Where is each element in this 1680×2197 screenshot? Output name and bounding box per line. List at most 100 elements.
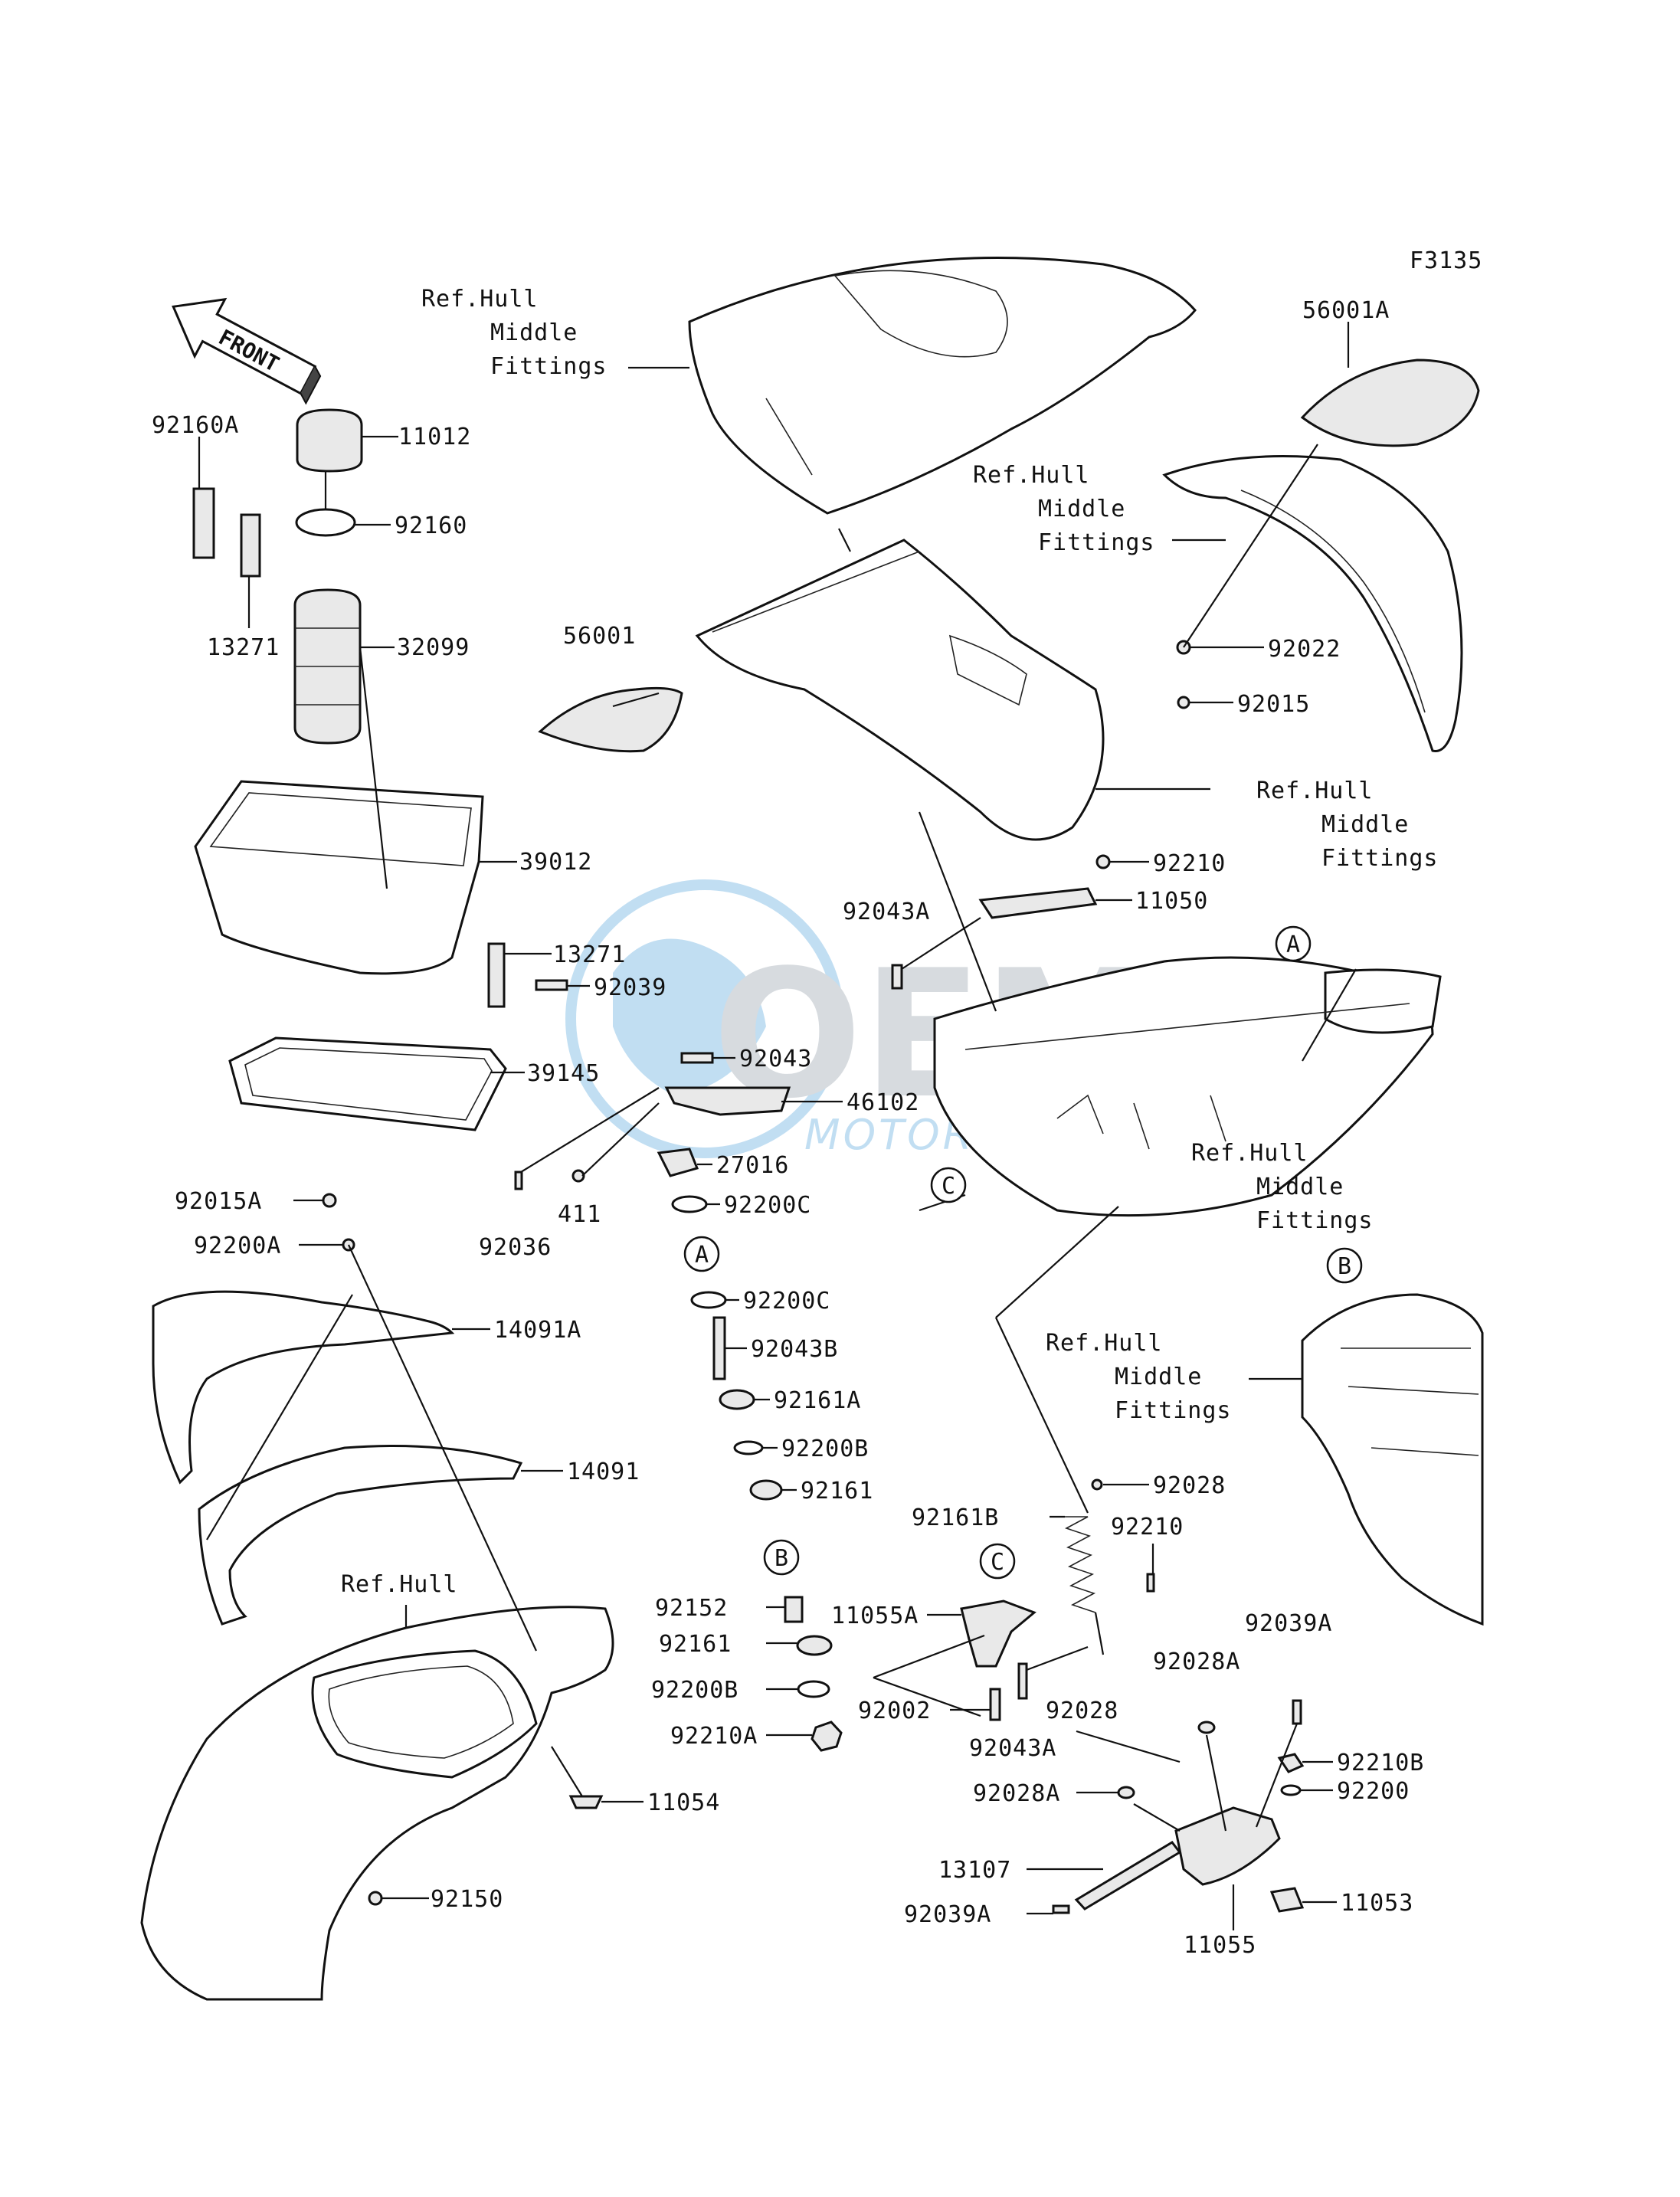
- label-56001A: 56001A: [1302, 297, 1390, 324]
- gasket-92160-shape: [295, 508, 356, 537]
- label-92043A: 92043A: [843, 899, 930, 925]
- label-92028Ab: 92028A: [973, 1780, 1060, 1807]
- label-13271b: 13271: [553, 941, 626, 968]
- label-92039Ab: 92039A: [904, 1901, 991, 1928]
- washer-411-shape: [571, 1169, 585, 1183]
- label-92043Ab: 92043A: [969, 1735, 1056, 1762]
- label-11012: 11012: [398, 424, 471, 450]
- storage-tray-shape: [933, 956, 1434, 1217]
- washer-92200Bb-shape: [797, 1680, 830, 1698]
- right-hull-panel-shape: [1162, 455, 1463, 752]
- callout-a-mid: A: [683, 1236, 720, 1272]
- callout-b-mid: B: [763, 1539, 800, 1576]
- svg-text:A: A: [1286, 932, 1301, 958]
- label-39012: 39012: [519, 849, 592, 876]
- label-92210A: 92210A: [670, 1723, 758, 1750]
- ref-label-2: Ref.Hull Middle Fittings: [973, 462, 1155, 556]
- ring-92028-shape: [1091, 1478, 1103, 1491]
- svg-text:Middle: Middle: [490, 319, 578, 346]
- ref-label-5: Ref.Hull Middle Fittings: [1046, 1330, 1232, 1424]
- label-11050: 11050: [1135, 888, 1208, 915]
- label-92022: 92022: [1268, 636, 1341, 663]
- washer-92210-shape: [1095, 854, 1111, 869]
- svg-text:C: C: [942, 1173, 956, 1200]
- screw-92039Ab-shape: [1052, 1904, 1070, 1914]
- label-92161: 92161: [801, 1478, 873, 1505]
- ref-label-4: Ref.Hull Middle Fittings: [1191, 1140, 1374, 1234]
- label-92200A: 92200A: [194, 1233, 281, 1259]
- pad-11055-shape: [1174, 1806, 1281, 1886]
- ref-label-6: Ref.Hull: [341, 1571, 458, 1598]
- label-27016: 27016: [716, 1152, 789, 1179]
- screw-92039-shape: [535, 979, 568, 991]
- label-92160: 92160: [395, 512, 467, 539]
- label-14091: 14091: [567, 1459, 640, 1485]
- bushing-92161b-shape: [796, 1635, 833, 1656]
- bin-39012-shape: [194, 780, 484, 975]
- nut-92015A-shape: [322, 1193, 337, 1208]
- callout-b-top: B: [1326, 1247, 1363, 1284]
- label-92028b: 92028: [1046, 1698, 1118, 1724]
- figure-code: F3135: [1410, 247, 1482, 274]
- strip-11050-shape: [978, 887, 1098, 919]
- label-92039: 92039: [594, 974, 666, 1001]
- cover-56001A-shape: [1300, 359, 1480, 447]
- collar-92152-shape: [784, 1596, 804, 1623]
- label-13271: 13271: [207, 634, 280, 661]
- bushing-92028A-shape: [1197, 1721, 1216, 1734]
- latch-46102-shape: [664, 1086, 791, 1116]
- label-92200C: 92200C: [724, 1192, 811, 1219]
- front-arrow-icon: FRONT: [172, 297, 322, 405]
- label-39145: 39145: [527, 1060, 600, 1087]
- label-92028: 92028: [1153, 1472, 1226, 1499]
- grip-14091-shape: [198, 1445, 523, 1626]
- label-11055A: 11055A: [831, 1603, 919, 1629]
- callout-a-top: A: [1275, 925, 1312, 962]
- pin-92036-shape: [514, 1171, 523, 1190]
- screw-92150-shape: [368, 1891, 383, 1906]
- callout-c-mid: C: [979, 1543, 1016, 1580]
- pin-92043Ab-shape: [1017, 1662, 1028, 1700]
- label-11054: 11054: [647, 1789, 720, 1816]
- washer-92200-shape: [1280, 1784, 1302, 1796]
- bushing-92161A-shape: [719, 1389, 755, 1410]
- bolt-92043B-shape: [712, 1316, 726, 1380]
- plug-11054-shape: [568, 1795, 604, 1809]
- ref-label-3: Ref.Hull Middle Fittings: [1256, 778, 1438, 872]
- label-92210b: 92210: [1111, 1514, 1184, 1541]
- label-92160A: 92160A: [152, 412, 239, 439]
- screw-92039A-shape: [1292, 1699, 1302, 1725]
- spring-92161B-shape: [1064, 1516, 1096, 1613]
- label-32099: 32099: [397, 634, 470, 661]
- svg-text:Middle: Middle: [1321, 811, 1409, 838]
- label-92036: 92036: [479, 1234, 552, 1261]
- svg-text:Fittings: Fittings: [1115, 1397, 1232, 1424]
- washer-92200Cb-shape: [690, 1291, 727, 1309]
- svg-text:Ref.Hull: Ref.Hull: [1191, 1140, 1308, 1167]
- label-56001: 56001: [563, 623, 636, 650]
- label-92015: 92015: [1237, 691, 1310, 718]
- svg-text:Middle: Middle: [1256, 1174, 1344, 1200]
- svg-text:Fittings: Fittings: [1256, 1207, 1374, 1234]
- svg-text:Fittings: Fittings: [1038, 529, 1155, 556]
- svg-text:Fittings: Fittings: [490, 353, 607, 380]
- svg-text:A: A: [695, 1242, 709, 1269]
- nut-92210B-shape: [1277, 1753, 1305, 1773]
- label-11055: 11055: [1184, 1932, 1256, 1959]
- pin-92210b-shape: [1146, 1573, 1155, 1593]
- label-92015A: 92015A: [175, 1188, 262, 1215]
- svg-text:C: C: [991, 1549, 1005, 1576]
- svg-text:Ref.Hull: Ref.Hull: [421, 286, 539, 313]
- label-46102: 46102: [847, 1089, 919, 1116]
- cover-56001-shape: [538, 686, 683, 753]
- decal-13271-shape: [240, 513, 261, 578]
- label-92200Bb: 92200B: [651, 1677, 738, 1704]
- hull-hatch-shape: [311, 1649, 538, 1779]
- seat-base-shape: [695, 539, 1105, 841]
- label-92043: 92043: [739, 1046, 812, 1072]
- bracket-11055A-shape: [960, 1599, 1036, 1668]
- label-92039A: 92039A: [1245, 1610, 1332, 1637]
- grip-14091A-shape: [152, 1290, 455, 1485]
- gasket-39145-shape: [228, 1036, 507, 1131]
- ref-label-1: Ref.Hull Middle Fittings: [421, 286, 607, 380]
